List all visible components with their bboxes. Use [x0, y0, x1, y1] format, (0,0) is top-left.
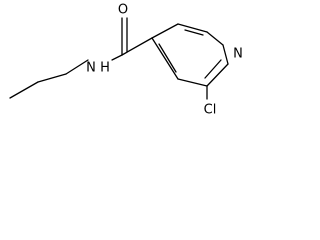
bond-ring-c3-c2 — [177, 23, 208, 33]
bond-ring-c5-c4 — [177, 78, 208, 87]
bond-ch2-ch2 — [37, 73, 67, 83]
bond-ring-inner-3 — [204, 59, 222, 79]
bond-ch3-ch2 — [9, 81, 39, 99]
bond-ring-c4-c4a — [151, 37, 179, 80]
bond-ring-c6-c5 — [206, 63, 229, 87]
bond-ring-c2-n — [206, 31, 224, 46]
bond-ring-c4-c3 — [151, 23, 179, 39]
bond-ring-inner-1 — [158, 43, 177, 73]
bond-ring-n-c6 — [222, 44, 229, 65]
amide-nitrogen-label: N — [86, 61, 96, 76]
molecule-structure: O N N H Cl — [9, 3, 243, 118]
bond-n-carbonyl — [111, 54, 123, 61]
ring-nitrogen-label: N — [233, 47, 243, 62]
oxygen-label: O — [118, 3, 128, 18]
chlorine-label: Cl — [204, 103, 217, 118]
bond-ring-inner-2 — [184, 29, 204, 36]
atom-labels: O N N H Cl — [86, 3, 243, 118]
bond-carbonyl-ring — [121, 37, 153, 56]
bonds — [9, 17, 229, 100]
bond-ch2-n — [65, 59, 89, 75]
amide-hydrogen-label: H — [100, 61, 110, 76]
